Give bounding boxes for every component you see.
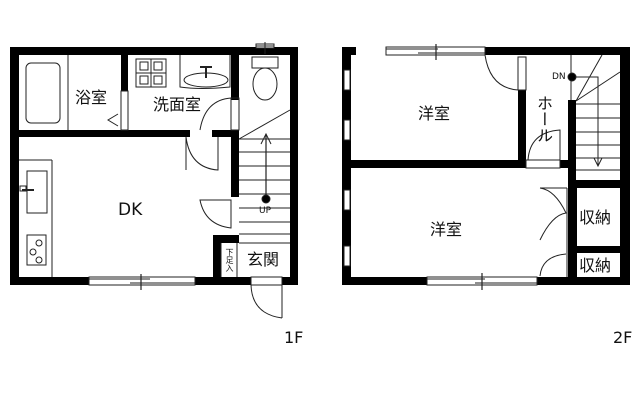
washing-machine-icon: [135, 58, 167, 88]
toilet-icon: [251, 42, 279, 101]
stairs-down-label: DN: [552, 72, 566, 82]
floor1-walls: [10, 47, 298, 285]
room-label-bath: 浴室: [75, 88, 108, 107]
room-label-storage-1: 収納: [579, 208, 612, 227]
floor2-south-window: [426, 273, 538, 290]
sink-icon: [179, 55, 231, 89]
room-label-storage-2: 収納: [579, 256, 612, 275]
bathtub-icon: [25, 62, 61, 124]
room-label-hall: ホール: [534, 95, 553, 143]
floor-label-1f: 1F: [284, 328, 304, 347]
room-label-washroom: 洗面室: [153, 95, 202, 114]
room-label-western-room-2: 洋室: [430, 220, 463, 239]
floor2-walls: [342, 47, 630, 285]
floor1-window: [88, 274, 196, 290]
storage-doors: [539, 187, 568, 277]
kitchen-counter: [19, 159, 53, 277]
room-label-shoe-box: 下足入: [225, 248, 234, 272]
room-label-dk: DK: [118, 200, 143, 220]
room-label-western-room-1: 洋室: [418, 104, 451, 123]
floor2-north-window: [385, 44, 486, 60]
floor-label-2f: 2F: [613, 328, 633, 347]
floor2-stairs: [567, 54, 621, 171]
room-label-entrance: 玄関: [247, 250, 280, 269]
stairs-up-label: UP: [259, 206, 272, 216]
floor1-stairs: [239, 132, 290, 244]
entrance-door: [250, 276, 283, 319]
